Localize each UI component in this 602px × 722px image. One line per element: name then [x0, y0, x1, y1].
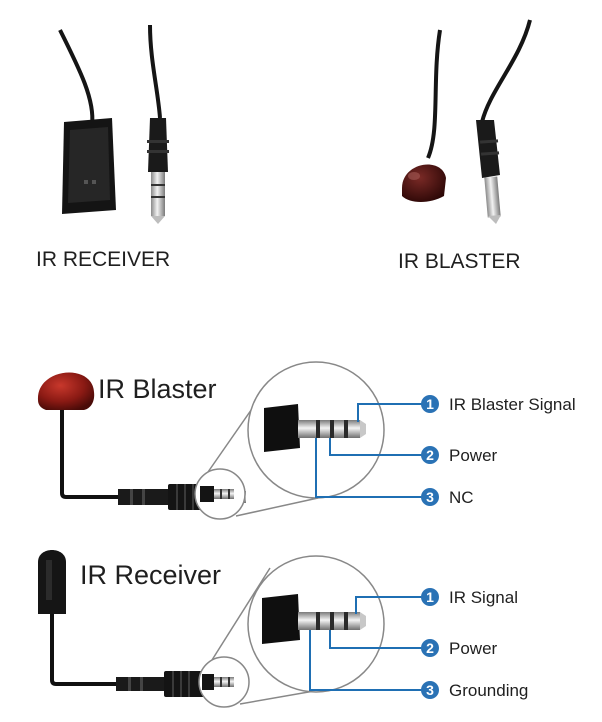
receiver-diagram-title: IR Receiver [80, 560, 222, 590]
ir-blaster-caption: IR BLASTER [398, 250, 521, 273]
svg-text:1: 1 [426, 396, 434, 412]
receiver-pin3-callout [309, 630, 428, 691]
blaster-pin3-label: NC [449, 488, 474, 507]
receiver-pin2-badge: 2 [421, 639, 439, 657]
receiver-pin1-label: IR Signal [449, 588, 518, 607]
receiver-plug-cable [148, 24, 162, 119]
ir-receiver-photo [62, 118, 116, 214]
blaster-pin1-label: IR Blaster Signal [449, 395, 576, 414]
receiver-photo-plug [147, 118, 169, 224]
receiver-pin1-callout [355, 596, 428, 614]
blaster-pin2-badge: 2 [421, 446, 439, 464]
receiver-pin1-badge: 1 [421, 588, 439, 606]
receiver-diagram: 1 2 3 [38, 550, 439, 708]
blaster-photo-plug [476, 120, 501, 224]
svg-text:2: 2 [426, 640, 434, 656]
blaster-pin2-label: Power [449, 446, 498, 465]
blaster-pin1-badge: 1 [421, 395, 439, 413]
blaster-diagram-cable [60, 410, 120, 499]
blaster-plug-cable [480, 19, 532, 123]
blaster-cable [426, 29, 442, 159]
blaster-pin2-callout [329, 438, 428, 456]
svg-text:3: 3 [426, 489, 434, 505]
receiver-pin2-label: Power [449, 639, 498, 658]
blaster-diagram-title: IR Blaster [98, 374, 217, 404]
ir-blaster-photo [402, 164, 446, 202]
receiver-cable [58, 29, 95, 126]
blaster-pin3-callout [315, 438, 428, 498]
blaster-diagram: 1 2 3 [37, 361, 439, 520]
blaster-dome-icon [37, 372, 95, 410]
receiver-diagram-cable [50, 614, 118, 686]
receiver-pin3-label: Grounding [449, 681, 529, 700]
receiver-pin3-badge: 3 [421, 681, 439, 699]
receiver-pin2-callout [329, 630, 428, 649]
ir-receiver-caption: IR RECEIVER [36, 248, 171, 271]
svg-text:3: 3 [426, 682, 434, 698]
svg-text:1: 1 [426, 589, 434, 605]
blaster-pin3-badge: 3 [421, 488, 439, 506]
blaster-pin1-callout [357, 403, 428, 422]
svg-text:2: 2 [426, 447, 434, 463]
